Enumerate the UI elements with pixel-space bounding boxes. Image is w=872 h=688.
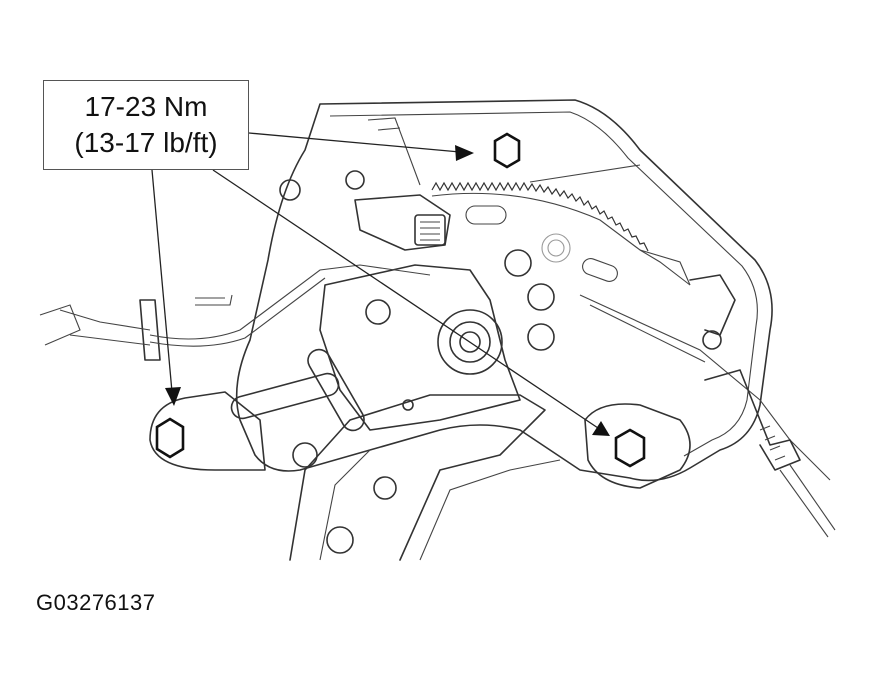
pedal-lever-arm bbox=[289, 394, 546, 561]
leader-arrow-top bbox=[455, 145, 474, 161]
right-mounting-ear bbox=[584, 403, 691, 489]
hex-nut-right bbox=[614, 428, 646, 468]
lever-plate bbox=[319, 264, 521, 431]
torque-callout: 17-23 Nm (13-17 lb/ft) bbox=[43, 80, 249, 170]
leader-arrow-right bbox=[592, 421, 610, 436]
pivot-hole bbox=[345, 170, 365, 190]
pivot-hole bbox=[402, 399, 414, 411]
leader-line-top bbox=[248, 132, 461, 153]
lever-slot bbox=[230, 372, 340, 420]
main-pivot-boss-inner bbox=[459, 331, 481, 353]
gear-guide-line bbox=[529, 164, 641, 183]
pivot-hole bbox=[279, 179, 301, 201]
cable-adjuster bbox=[689, 274, 736, 336]
pawl-spring-housing bbox=[414, 214, 446, 246]
leader-line-right bbox=[212, 169, 599, 429]
pawl-spring bbox=[420, 221, 440, 241]
cable-tail bbox=[779, 469, 829, 538]
cable-hook bbox=[195, 294, 233, 306]
pawl-slot bbox=[465, 205, 507, 225]
cable-right-segment bbox=[579, 294, 831, 481]
cable-tail bbox=[789, 464, 836, 531]
cable-right-conduit bbox=[704, 369, 801, 471]
pivot-hole bbox=[527, 283, 555, 311]
torque-lbft-label: (13-17 lb/ft) bbox=[74, 127, 218, 158]
pivot-hole bbox=[365, 299, 391, 325]
pivot-hole bbox=[527, 323, 555, 351]
pivot-hole bbox=[326, 526, 354, 554]
left-mounting-ear bbox=[149, 391, 266, 471]
adjuster-nut bbox=[702, 330, 722, 350]
pawl-release-rod bbox=[367, 117, 421, 186]
leader-arrow-left bbox=[165, 387, 181, 406]
main-pivot-boss-outer bbox=[437, 309, 503, 375]
hex-nut-top bbox=[493, 132, 521, 169]
pedal-lever-edge bbox=[319, 449, 561, 561]
lever-slot bbox=[582, 258, 618, 282]
sector-gear-body bbox=[431, 192, 691, 286]
cable-end-fitting bbox=[759, 425, 786, 461]
pawl-arm bbox=[354, 194, 451, 251]
pivot-hole bbox=[541, 233, 571, 263]
cable-guide-bracket bbox=[139, 299, 161, 361]
torque-nm-label: 17-23 Nm bbox=[84, 91, 208, 122]
cable-left-segment bbox=[39, 304, 151, 346]
leader-line-left bbox=[151, 169, 173, 393]
bracket-plate-inner bbox=[329, 111, 758, 457]
pivot-hole bbox=[292, 442, 318, 468]
cable-routing bbox=[149, 264, 431, 347]
pivot-hole bbox=[373, 476, 397, 500]
hex-nut-left bbox=[155, 417, 185, 459]
pivot-hole bbox=[504, 249, 532, 277]
sector-gear-teeth bbox=[431, 181, 649, 252]
adjuster-link bbox=[639, 249, 691, 286]
pivot-hole bbox=[547, 239, 565, 257]
bracket-plate-outline bbox=[235, 99, 773, 482]
main-pivot-boss-mid bbox=[449, 321, 491, 363]
figure-id: G03276137 bbox=[36, 590, 156, 615]
lever-slot bbox=[307, 348, 365, 432]
